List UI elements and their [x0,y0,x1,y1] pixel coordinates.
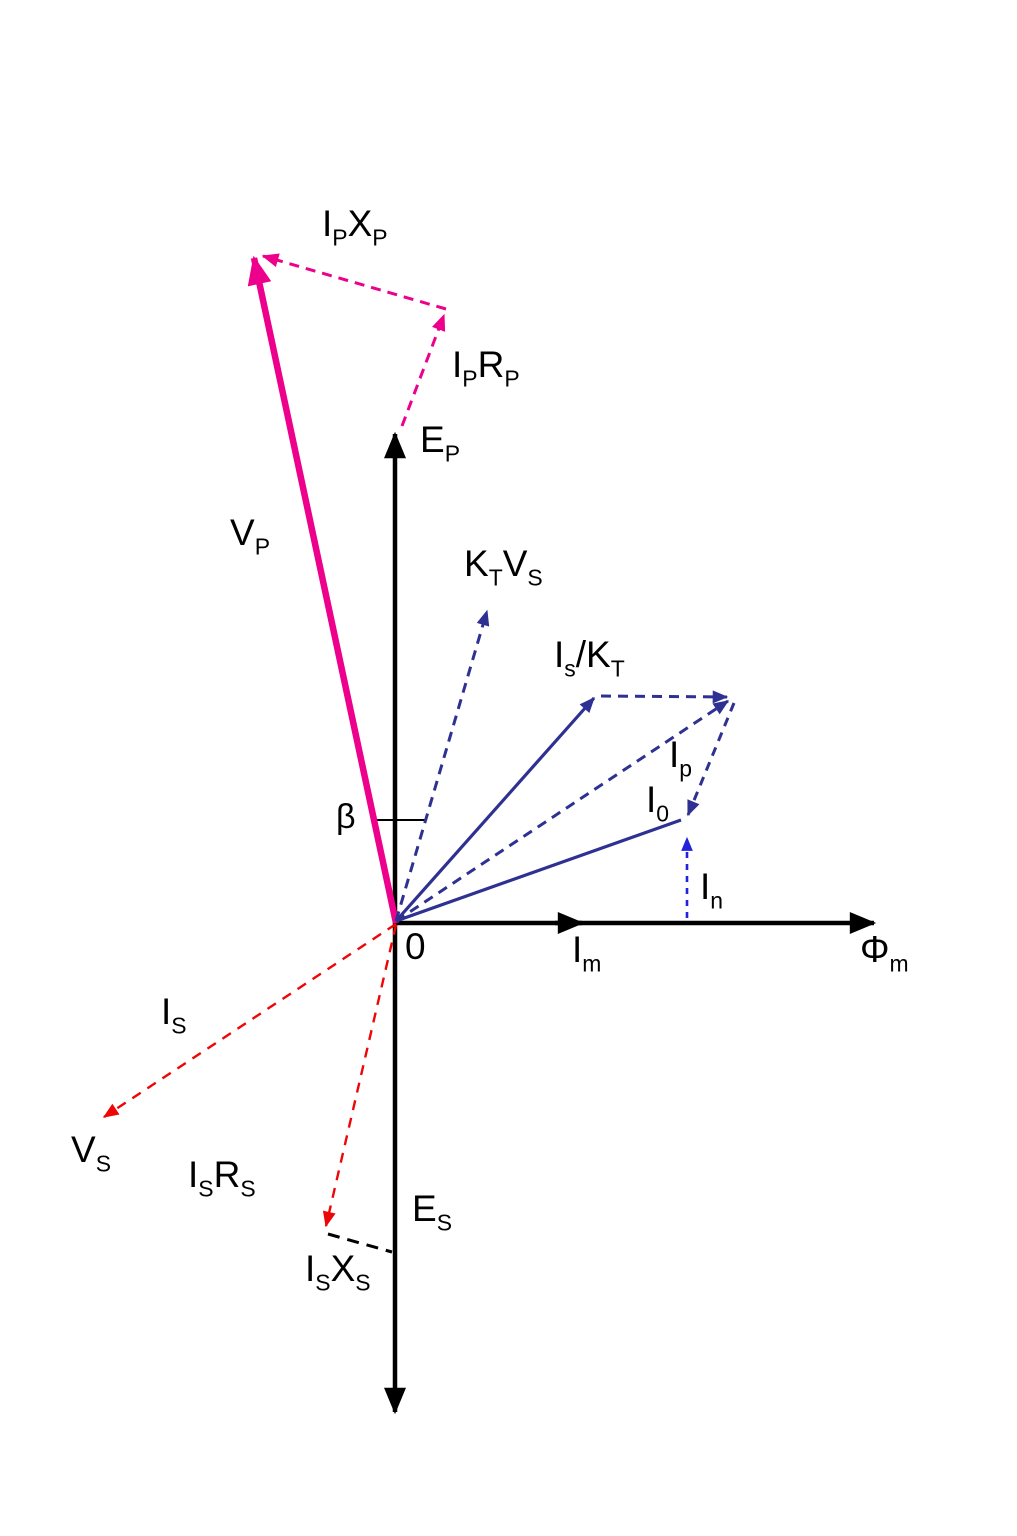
label-iskt: Is/KT [554,634,625,682]
label-i0: I0 [646,779,670,827]
i0-vector [395,818,682,923]
ip-vector [395,699,730,923]
parallelogram-top-edge [600,690,729,704]
iprp-vector [400,313,446,427]
label-ip: Ip [669,734,693,782]
label-is: IS [161,991,187,1039]
label-vs: VS [71,1129,111,1177]
label-beta: β [336,798,356,836]
isxs-segment [327,1232,393,1254]
is-vector [102,922,397,1119]
label-es: ES [412,1188,452,1236]
isrs-vector [322,924,398,1228]
label-isrs: ISRS [188,1154,256,1202]
label-phim: Φm [860,929,909,977]
label-in: In [700,866,724,914]
iskt-vector [394,696,596,923]
parallelogram-right-edge [686,702,736,817]
vp-vector [247,255,400,924]
label-ktvs: KTVS [464,543,543,591]
label-ep: EP [420,419,460,467]
ktvs-vector [394,609,490,922]
label-origin: 0 [405,926,426,967]
label-iprp: IPRP [452,344,520,392]
label-isxs: ISXS [305,1248,371,1296]
label-vp: VP [230,512,270,560]
label-ipxp: IPXP [322,203,388,251]
ipxp-vector [261,253,447,311]
label-im: Im [572,929,602,977]
